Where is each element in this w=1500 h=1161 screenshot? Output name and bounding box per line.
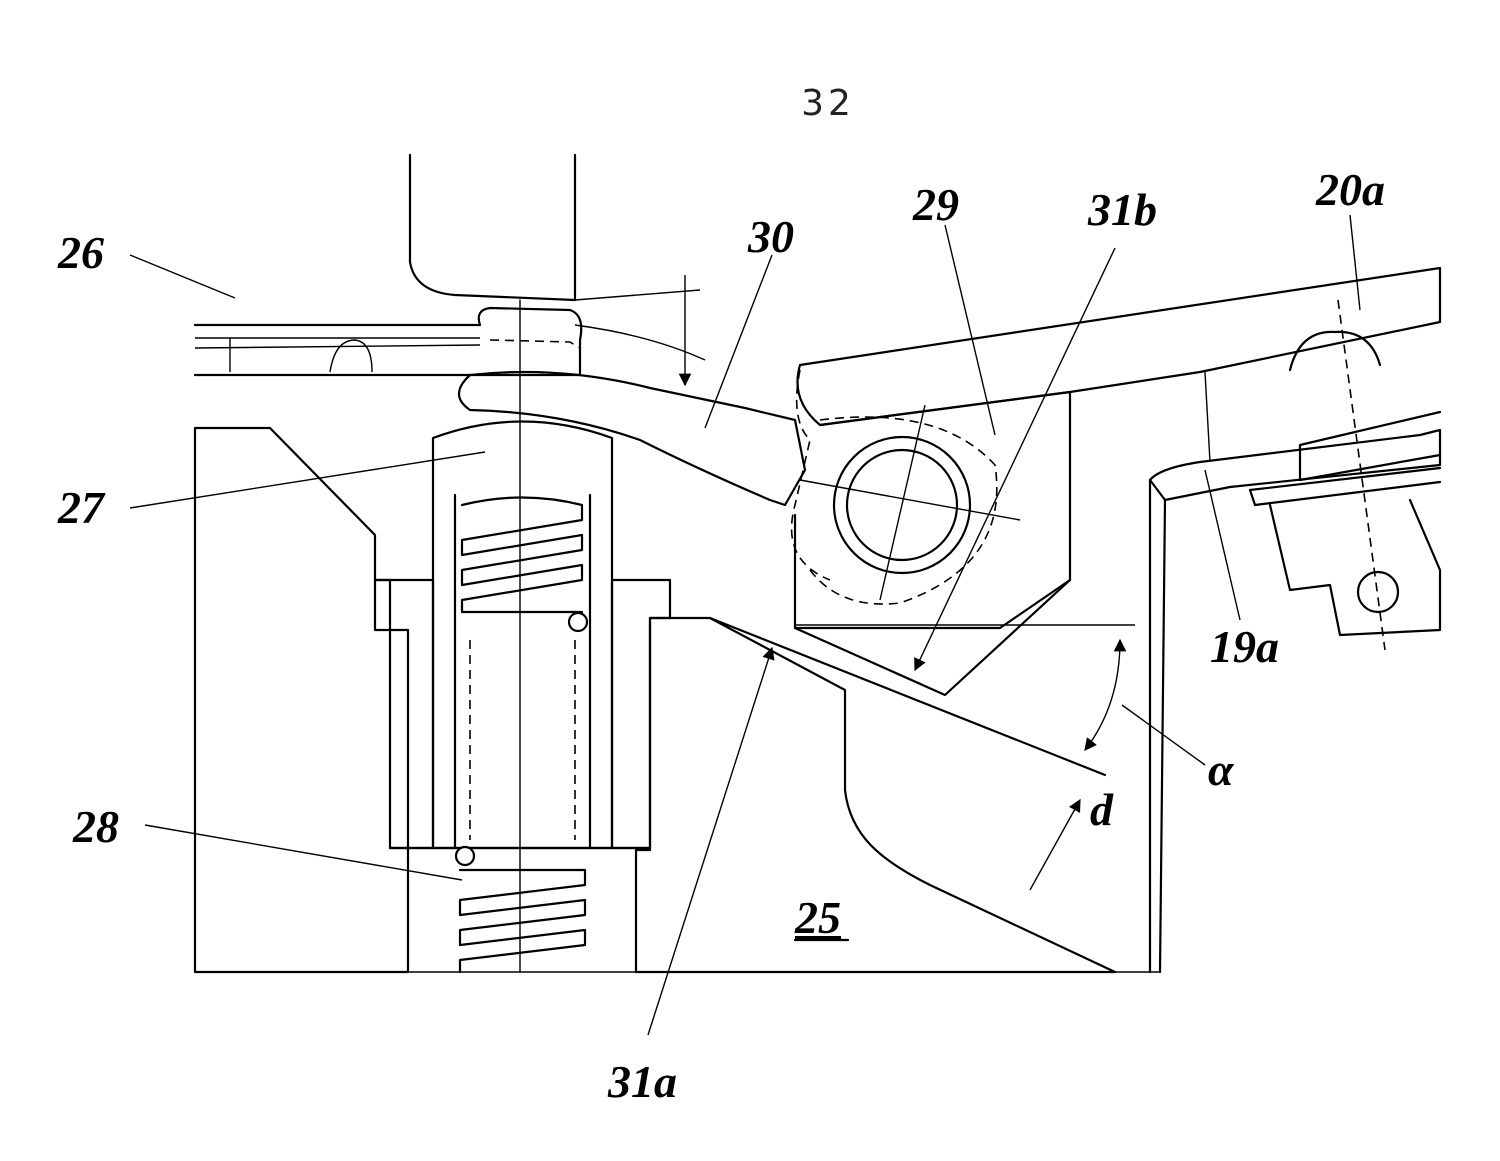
- lever-26: [195, 155, 581, 375]
- contact-surfaces: [710, 580, 1135, 775]
- plunger-27: [433, 422, 612, 849]
- label-30: 30: [747, 211, 794, 262]
- label-31a: 31a: [607, 1056, 677, 1107]
- spring-28: [456, 300, 585, 972]
- dimension-marks: [575, 275, 1120, 890]
- part-19a: [1150, 300, 1440, 972]
- spring-upper: [462, 498, 587, 632]
- label-19a: 19a: [1210, 621, 1279, 672]
- pivot-arm-30: [459, 372, 805, 505]
- label-27: 27: [57, 482, 106, 533]
- label-29: 29: [912, 179, 959, 230]
- label-25: 25: [794, 892, 841, 943]
- figure-number: 32: [801, 83, 855, 124]
- label-20a: 20a: [1315, 164, 1385, 215]
- label-alpha: α: [1208, 744, 1235, 795]
- housing-25: [195, 428, 1160, 972]
- label-28: 28: [72, 801, 119, 852]
- spring-bushing: [375, 580, 670, 848]
- label-d: d: [1090, 784, 1114, 835]
- pivot-pin: [800, 405, 1020, 600]
- label-26: 26: [57, 227, 104, 278]
- label-31b: 31b: [1087, 184, 1157, 235]
